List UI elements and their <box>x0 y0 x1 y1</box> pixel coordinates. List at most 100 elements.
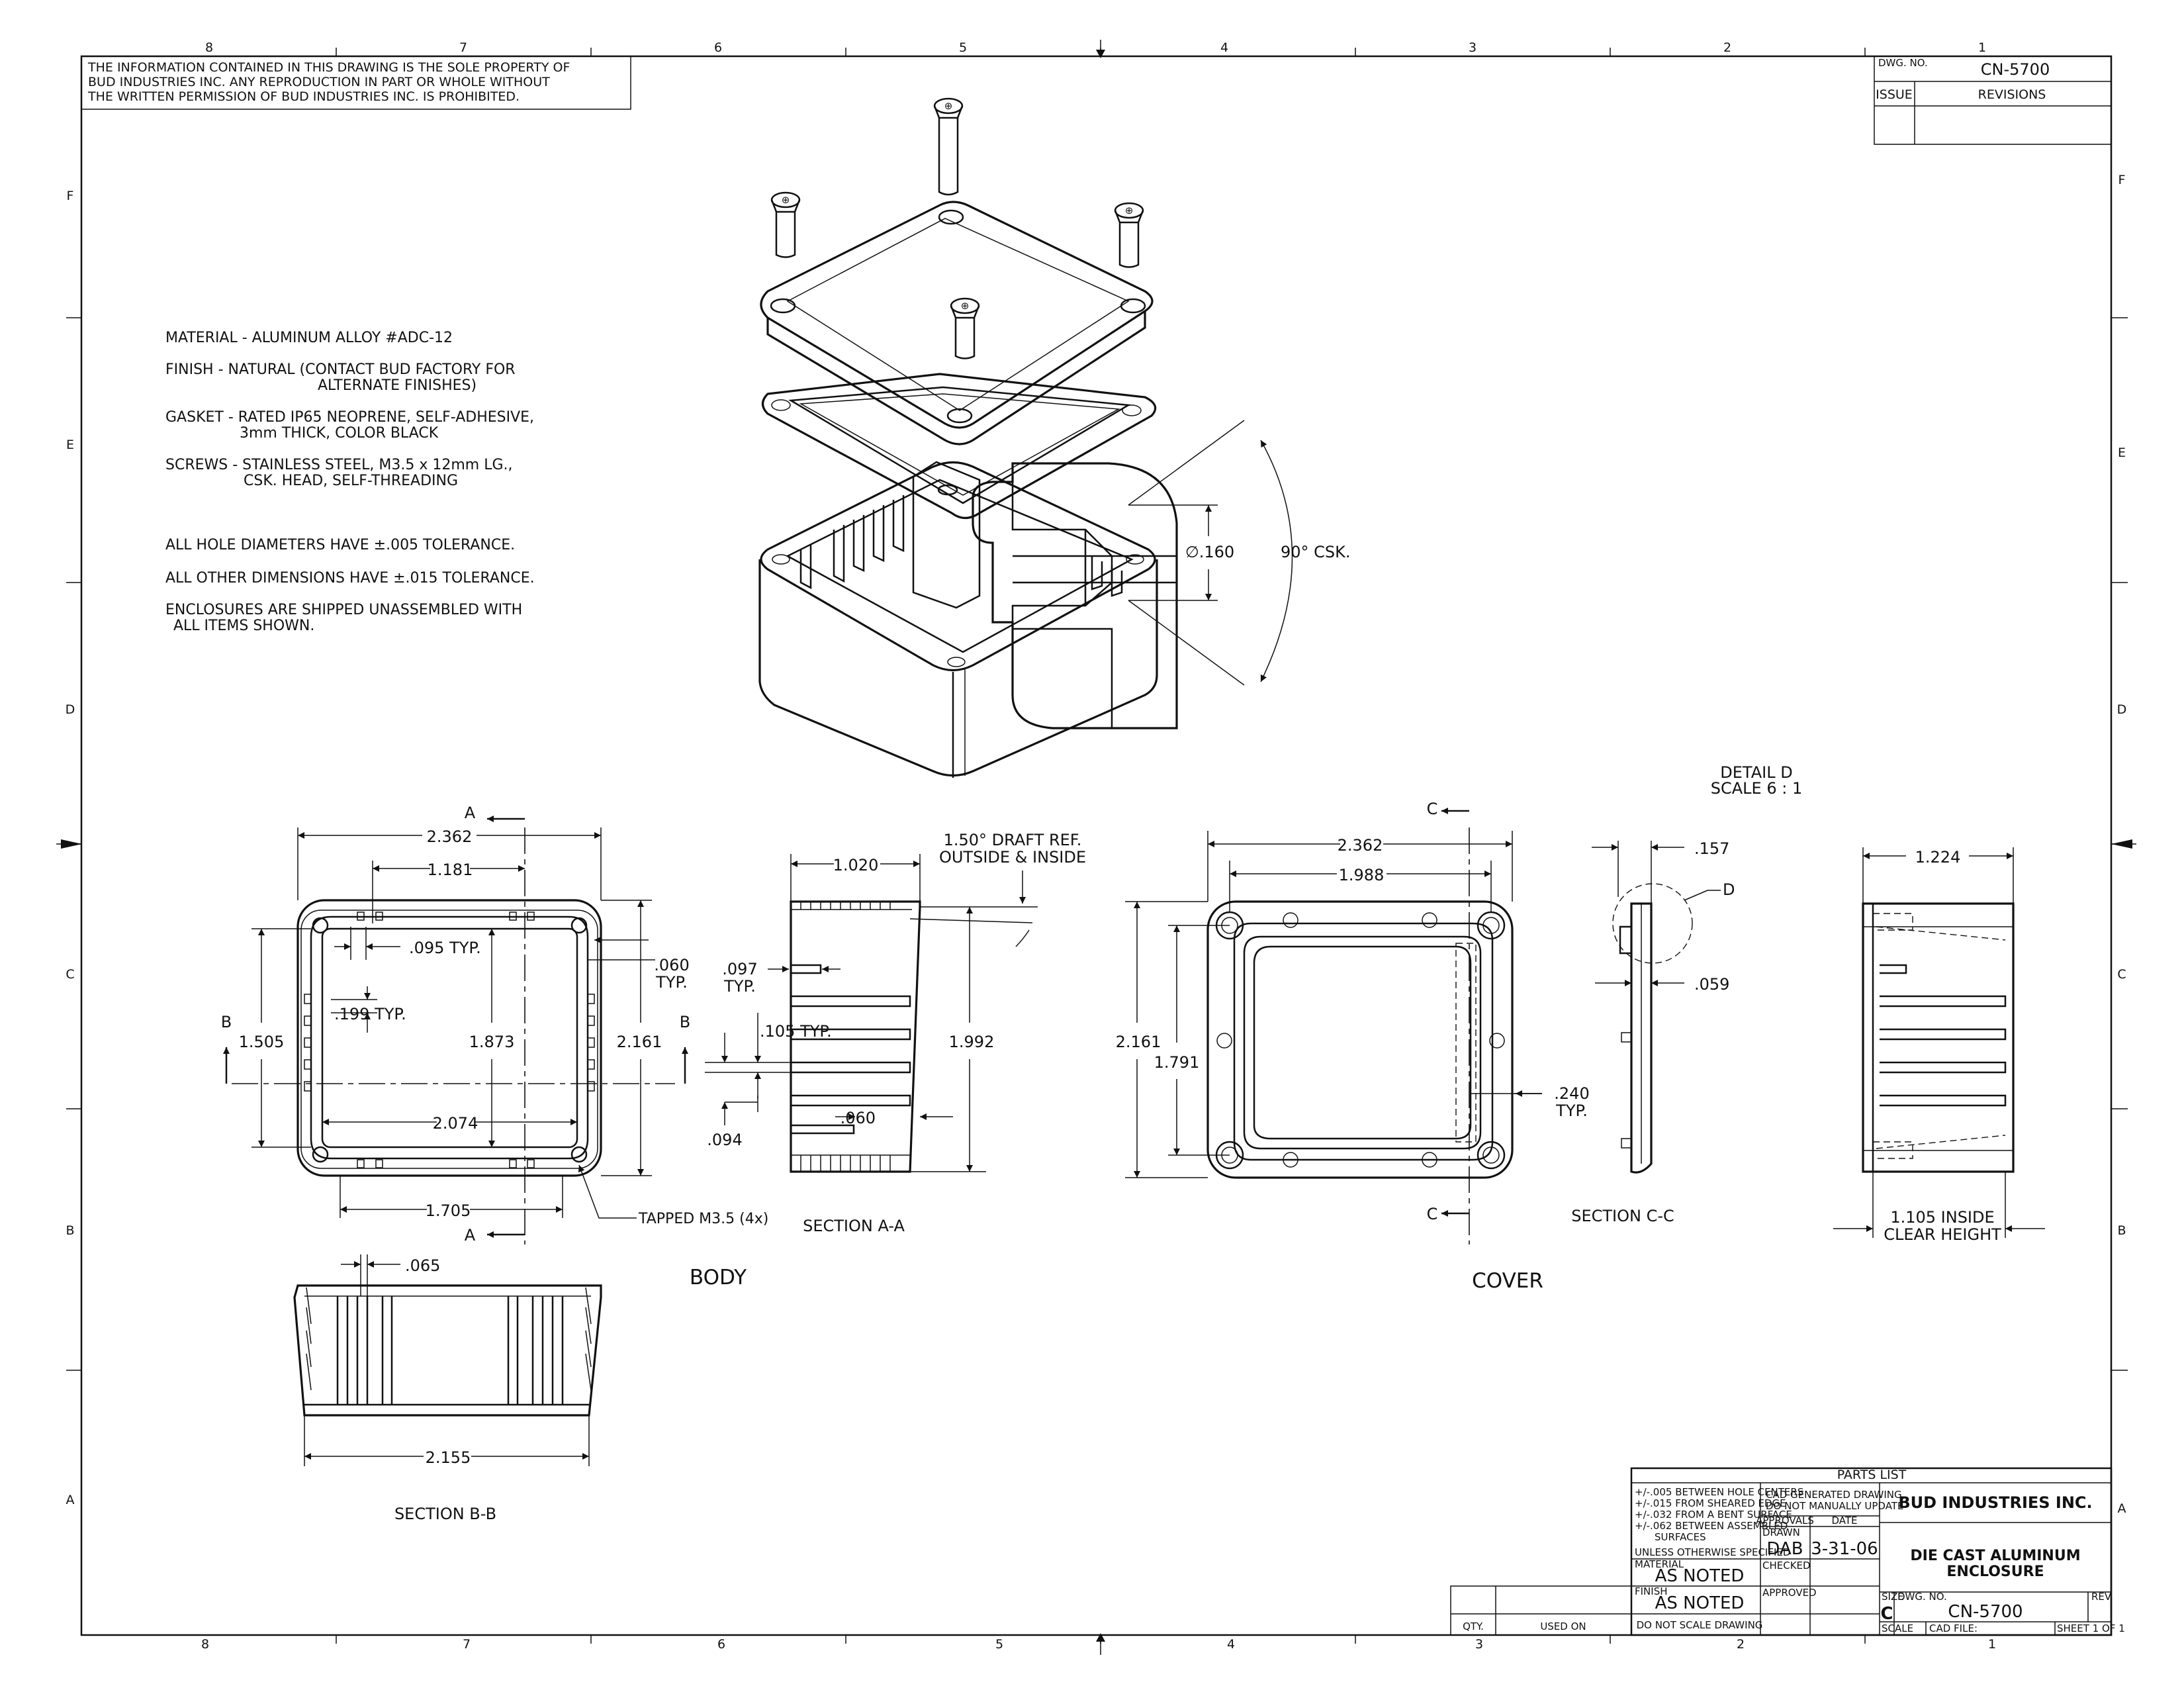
zone-top-5: 5 <box>959 40 967 55</box>
cc-dim-059: .059 <box>1694 975 1729 994</box>
rev-dwg-no: CN-5700 <box>1981 60 2050 79</box>
note-finish-2: ALTERNATE FINISHES) <box>318 377 477 394</box>
proprietary-line-1: THE INFORMATION CONTAINED IN THIS DRAWIN… <box>87 60 570 75</box>
body-view-label: BODY <box>690 1266 747 1289</box>
revision-block: DWG. NO. CN-5700 ISSUE REVISIONS <box>1874 56 2112 145</box>
aa-label: SECTION A-A <box>803 1217 905 1235</box>
note-screws-2: CSK. HEAD, SELF-THREADING <box>244 473 458 489</box>
row-left-c: C <box>66 967 74 982</box>
cover-view-label: COVER <box>1472 1269 1543 1293</box>
tb-tol-1: +/-.005 BETWEEN HOLE CENTERS <box>1635 1486 1803 1498</box>
rev-issue-label: ISSUE <box>1876 87 1913 102</box>
rev-dwg-no-label: DWG. NO. <box>1878 57 1928 69</box>
cc-label: SECTION C-C <box>1571 1207 1674 1225</box>
section-bb-view: .065 2.155 SECTION B-B <box>293 1254 602 1523</box>
svg-text:⊕: ⊕ <box>961 300 970 312</box>
aa-dim-1020: 1.020 <box>833 856 879 874</box>
cover-isometric <box>760 201 1154 445</box>
body-section-b-right: B <box>680 1013 690 1031</box>
screw-left: ⊕ <box>770 191 801 258</box>
aa-dim-097: .097 <box>722 960 757 978</box>
aa-dim-094: .094 <box>707 1131 742 1149</box>
zone-bottom-8: 8 <box>201 1637 209 1652</box>
zone-top-1: 1 <box>1978 40 1986 55</box>
zone-bottom-2: 2 <box>1737 1637 1745 1652</box>
zone-bottom-7: 7 <box>463 1637 471 1652</box>
bb-label: SECTION B-B <box>394 1505 496 1523</box>
aa-draft-1: 1.50° DRAFT REF. <box>944 831 1082 849</box>
row-right-f: F <box>2118 173 2126 187</box>
body-dim-060-typ: TYP. <box>655 973 688 992</box>
tb-tol-5: SURFACES <box>1655 1531 1706 1543</box>
side-inside-1: 1.105 INSIDE <box>1890 1208 1994 1227</box>
sheet-border: 8 7 6 5 4 3 2 1 8 7 6 5 4 3 2 1 F E D C … <box>56 40 2136 1655</box>
zone-bottom-3: 3 <box>1475 1637 1483 1652</box>
detail-d-title: DETAIL D <box>1720 763 1792 782</box>
tb-date-label: DATE <box>1831 1515 1857 1526</box>
gasket-isometric <box>761 373 1157 520</box>
tb-rev-label: REV. <box>2091 1591 2113 1603</box>
exploded-isometric-view: ⊕ ⊕ ⊕ ⊕ <box>758 97 1158 778</box>
body-section-b-left: B <box>221 1013 232 1031</box>
side-inside-2: CLEAR HEIGHT <box>1884 1225 2001 1244</box>
tb-cad-2: DO NOT MANUALLY UPDATE <box>1766 1500 1903 1512</box>
body-top-view: A A B B 2.362 1.181 <box>221 804 769 1289</box>
note-material: MATERIAL - ALUMINUM ALLOY #ADC-12 <box>165 330 453 346</box>
tb-checked-label: CHECKED <box>1762 1560 1811 1571</box>
tb-cad-file-label: CAD FILE: <box>1929 1622 1978 1634</box>
cover-dim-1988: 1.988 <box>1339 866 1385 884</box>
aa-draft-2: OUTSIDE & INSIDE <box>939 848 1086 867</box>
row-left-f: F <box>67 189 74 203</box>
row-left-a: A <box>66 1493 75 1507</box>
bb-dim-065: .065 <box>405 1256 440 1275</box>
tb-approved-label: APPROVED <box>1762 1587 1817 1599</box>
aa-dim-060: .060 <box>841 1109 876 1127</box>
zone-bottom-5: 5 <box>995 1637 1003 1652</box>
row-right-c: C <box>2117 967 2126 982</box>
zone-top-6: 6 <box>714 40 722 55</box>
detail-d-csk: 90° CSK. <box>1281 543 1351 561</box>
note-hole-tolerance: ALL HOLE DIAMETERS HAVE ±.005 TOLERANCE. <box>165 537 515 553</box>
body-dim-060: .060 <box>654 956 689 974</box>
cover-dim-1791: 1.791 <box>1154 1053 1200 1072</box>
body-dim-199: .199 TYP. <box>334 1005 406 1023</box>
aa-dim-105: .105 TYP. <box>760 1022 832 1041</box>
zone-top-4: 4 <box>1220 40 1228 55</box>
proprietary-line-2: BUD INDUSTRIES INC. ANY REPRODUCTION IN … <box>88 75 550 89</box>
body-dim-1181: 1.181 <box>428 861 473 879</box>
detail-d-view: ∅.160 90° CSK. DETAIL D SCALE 6 : 1 <box>972 420 1802 798</box>
tb-sheet: SHEET 1 OF 1 <box>2057 1622 2125 1634</box>
tb-title-2: ENCLOSURE <box>1946 1564 2044 1580</box>
tb-tol-3: +/-.032 FROM A BENT SURFACE <box>1635 1509 1792 1521</box>
body-dim-1873: 1.873 <box>469 1033 515 1051</box>
tb-title-1: DIE CAST ALUMINUM <box>1910 1548 2080 1564</box>
body-side-view: 1.224 1.105 INSIDE CLEAR HEIGHT <box>1833 847 2045 1244</box>
cover-section-c-bottom: C <box>1427 1205 1438 1223</box>
zone-top-8: 8 <box>205 40 213 55</box>
screw-right: ⊕ <box>1114 202 1144 268</box>
tb-cad-1: CAD GENERATED DRAWING, <box>1766 1489 1905 1501</box>
tb-company: BUD INDUSTRIES INC. <box>1898 1493 2092 1512</box>
svg-text:⊕: ⊕ <box>944 100 953 112</box>
note-gasket-2: 3mm THICK, COLOR BLACK <box>240 425 439 442</box>
tb-drawn-label: DRAWN <box>1762 1526 1800 1538</box>
section-cc-view: .157 D .059 SECTION C-C <box>1571 839 1735 1225</box>
tb-tol-4: +/-.062 BETWEEN ASSEMBLED <box>1635 1520 1788 1532</box>
body-section-a-bottom: A <box>465 1226 476 1244</box>
cover-section-c-top: C <box>1427 800 1438 818</box>
note-finish-1: FINISH - NATURAL (CONTACT BUD FACTORY FO… <box>165 361 516 378</box>
aa-dim-1992: 1.992 <box>949 1033 995 1051</box>
tb-approvals: APPROVALS <box>1756 1515 1814 1526</box>
row-right-a: A <box>2118 1501 2126 1516</box>
cover-dim-240: .240 <box>1554 1084 1589 1103</box>
cover-dim-2362: 2.362 <box>1338 836 1383 855</box>
note-screws-1: SCREWS - STAINLESS STEEL, M3.5 x 12mm LG… <box>165 457 513 473</box>
detail-d-scale: SCALE 6 : 1 <box>1711 779 1802 798</box>
tb-qty-label: QTY. <box>1463 1620 1484 1632</box>
zone-top-3: 3 <box>1469 40 1477 55</box>
row-right-b: B <box>2117 1223 2126 1238</box>
tb-material: AS NOTED <box>1655 1566 1745 1586</box>
tb-unless: UNLESS OTHERWISE SPECIFIED <box>1635 1546 1790 1558</box>
body-section-a-top: A <box>465 804 476 822</box>
tb-drawn: DAB <box>1766 1539 1803 1559</box>
